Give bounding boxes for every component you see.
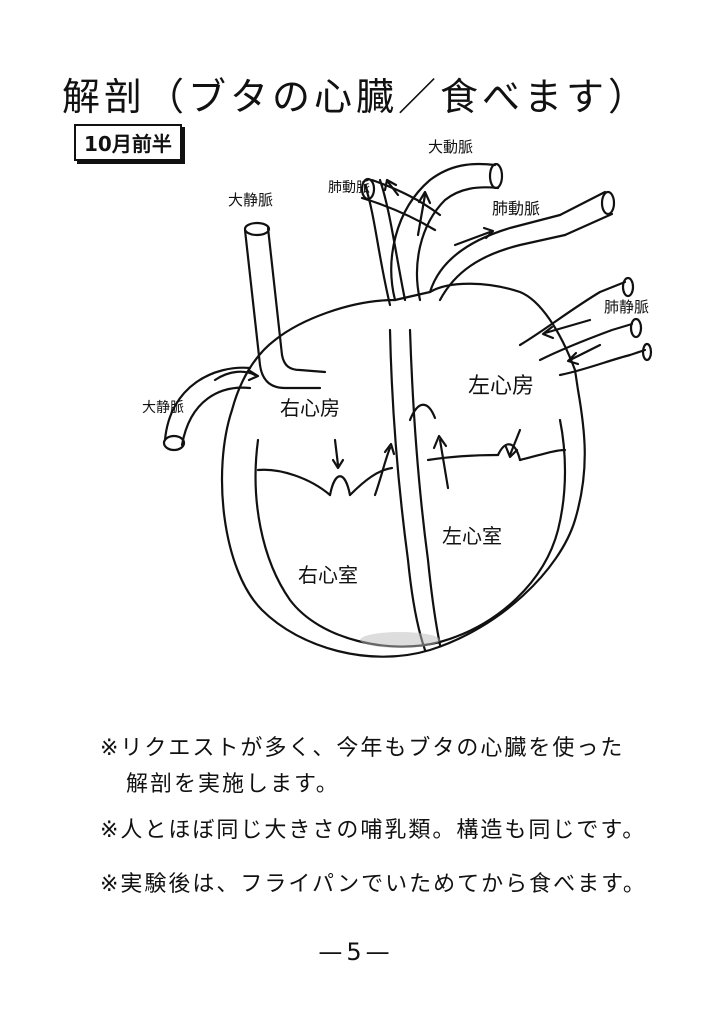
note-mammal: ※人とほぼ同じ大きさの哺乳類。構造も同じです。 [100, 818, 647, 843]
date-tag: 10月前半 [74, 124, 182, 161]
page-number: —5— [318, 938, 394, 966]
label-pulmonary-artery: 肺動脈 [328, 180, 370, 196]
label-pulmonary-artery-right: 肺動脈 [492, 199, 540, 218]
label-aorta: 大動脈 [428, 138, 473, 156]
label-right-ventricle: 右心室 [298, 563, 358, 587]
note-request: ※リクエストが多く、今年もブタの心臓を使った [100, 736, 625, 761]
label-left-atrium: 左心房 [468, 374, 534, 399]
label-left-ventricle: 左心室 [442, 524, 502, 548]
label-vena-cava-lower: 大静脈 [142, 400, 184, 416]
note-after-experiment: ※実験後は、フライパンでいためてから食べます。 [100, 872, 647, 897]
label-vena-cava-upper: 大静脈 [228, 191, 273, 209]
page-title: 解剖（ブタの心臓／食べます） [61, 75, 650, 119]
label-pulmonary-vein: 肺静脈 [604, 298, 649, 316]
heart-outline [220, 282, 586, 658]
label-right-atrium: 右心房 [280, 396, 340, 420]
note-request-continued: 解剖を実施します。 [126, 772, 340, 797]
